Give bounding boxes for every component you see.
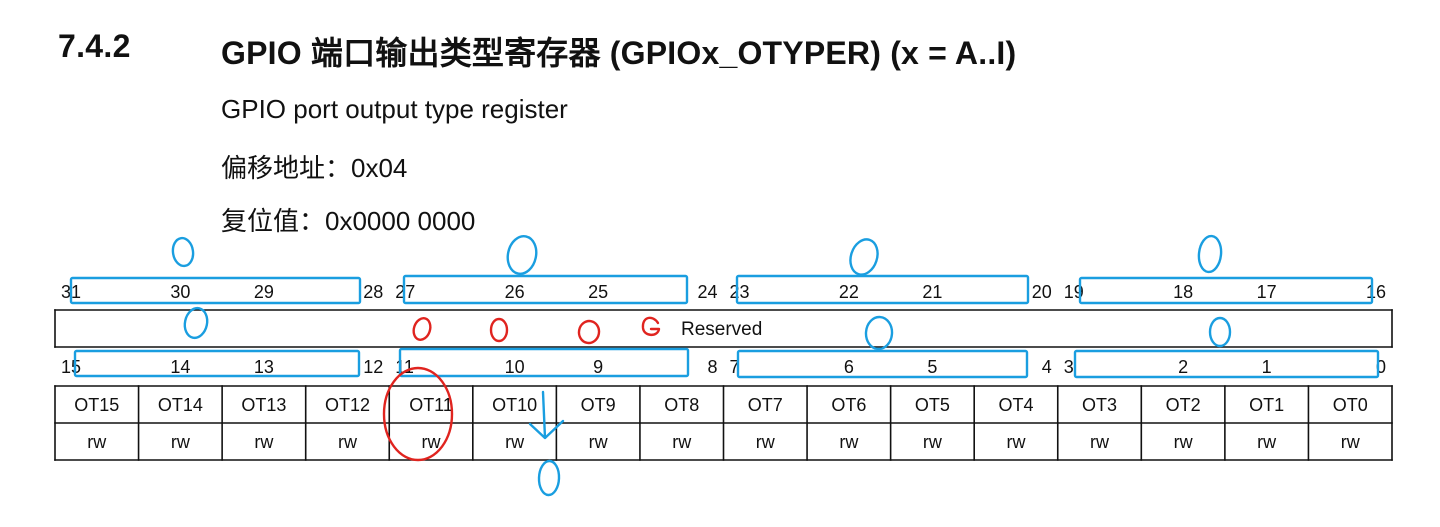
register-table-lines: [54, 309, 1393, 461]
handwritten-red-zero-3: [577, 319, 601, 345]
handwritten-zero-upper-4: [1197, 234, 1223, 274]
field-name-ot11: OT11: [409, 395, 453, 415]
lower-bit-label-12: 12: [363, 357, 383, 377]
reset-value: 复位值：0x0000 0000: [221, 206, 476, 236]
field-name-ot6: OT6: [831, 395, 866, 415]
upper-bit-label-21: 21: [922, 282, 942, 302]
upper-nibble-box-31-28: [69, 276, 362, 305]
upper-bit-label-16: 16: [1366, 282, 1386, 302]
handwritten-zero-upper-3: [849, 238, 879, 276]
upper-nibble-box-23-20: [735, 274, 1030, 305]
upper-bit-label-17: 17: [1257, 282, 1277, 302]
field-access-ot3: rw: [1090, 432, 1110, 452]
field-access-ot8: rw: [672, 432, 692, 452]
section-title: GPIO 端口输出类型寄存器 (GPIOx_OTYPER) (x = A..I): [221, 35, 1017, 71]
upper-bit-label-28: 28: [363, 282, 383, 302]
handwritten-zero-mid-2: [864, 315, 894, 351]
lower-bit-label-13: 13: [254, 357, 274, 377]
field-access-ot13: rw: [254, 432, 274, 452]
field-access-ot9: rw: [589, 432, 609, 452]
lower-nibble-box-15-12: [73, 349, 361, 378]
upper-nibble-box-27-24: [402, 274, 689, 305]
lower-bit-label-15: 15: [61, 357, 81, 377]
upper-bit-label-27: 27: [395, 282, 415, 302]
upper-bit-label-18: 18: [1173, 282, 1193, 302]
bit-11-highlight-ellipse: [382, 366, 454, 462]
reserved-field-label: Reserved: [681, 319, 762, 340]
upper-bit-label-19: 19: [1064, 282, 1084, 302]
upper-bit-label-23: 23: [730, 282, 750, 302]
upper-bit-label-25: 25: [588, 282, 608, 302]
offset-address: 偏移地址：0x04: [221, 153, 408, 183]
field-name-ot1: OT1: [1249, 395, 1284, 415]
upper-bit-label-22: 22: [839, 282, 859, 302]
lower-bit-label-4: 4: [1042, 357, 1052, 377]
field-name-ot5: OT5: [915, 395, 950, 415]
upper-bit-label-30: 30: [170, 282, 190, 302]
lower-bit-label-2: 2: [1178, 357, 1188, 377]
lower-bit-label-8: 8: [707, 357, 717, 377]
upper-bit-label-26: 26: [505, 282, 525, 302]
lower-bit-label-14: 14: [170, 357, 190, 377]
handwritten-zero-bottom: [537, 459, 561, 497]
field-name-ot8: OT8: [664, 395, 699, 415]
field-access-ot2: rw: [1174, 432, 1194, 452]
field-name-ot12: OT12: [325, 395, 370, 415]
field-access-ot5: rw: [923, 432, 943, 452]
field-name-ot7: OT7: [748, 395, 783, 415]
field-access-ot14: rw: [171, 432, 191, 452]
handwritten-zero-upper-2: [506, 234, 538, 276]
field-access-ot10: rw: [505, 432, 525, 452]
upper-bit-label-29: 29: [254, 282, 274, 302]
field-name-ot9: OT9: [581, 395, 616, 415]
field-name-ot10: OT10: [492, 395, 537, 415]
handwritten-down-arrow: [528, 390, 565, 440]
upper-nibble-box-19-16: [1078, 276, 1374, 305]
lower-bit-label-10: 10: [505, 357, 525, 377]
field-access-ot4: rw: [1006, 432, 1026, 452]
lower-bit-label-11: 11: [395, 357, 414, 377]
lower-bit-label-3: 3: [1064, 357, 1074, 377]
field-access-ot11: rw: [422, 432, 442, 452]
field-name-ot13: OT13: [241, 395, 286, 415]
handwritten-red-six: [641, 316, 661, 337]
register-english-name: GPIO port output type register: [221, 94, 568, 124]
field-name-ot3: OT3: [1082, 395, 1117, 415]
field-access-ot7: rw: [756, 432, 776, 452]
lower-bit-label-1: 1: [1262, 357, 1272, 377]
handwritten-zero-mid-1: [183, 306, 209, 340]
section-number: 7.4.2: [58, 28, 131, 64]
field-name-ot4: OT4: [998, 395, 1033, 415]
lower-bit-label-0: 0: [1376, 357, 1386, 377]
lower-bit-label-5: 5: [927, 357, 937, 377]
upper-bit-label-20: 20: [1032, 282, 1052, 302]
lower-nibble-box-11-8: [398, 347, 690, 378]
lower-bit-label-9: 9: [593, 357, 603, 377]
handwritten-annotations: [69, 234, 1380, 497]
field-access-ot6: rw: [839, 432, 859, 452]
lower-nibble-box-3-0: [1073, 349, 1380, 379]
lower-nibble-box-7-4: [736, 349, 1029, 379]
lower-bit-label-6: 6: [844, 357, 854, 377]
field-access-ot1: rw: [1257, 432, 1277, 452]
field-access-ot0: rw: [1341, 432, 1361, 452]
field-name-ot14: OT14: [158, 395, 203, 415]
handwritten-zero-mid-3: [1208, 316, 1232, 348]
handwritten-zero-upper-1: [171, 236, 195, 268]
field-access-ot15: rw: [87, 432, 107, 452]
field-name-ot0: OT0: [1333, 395, 1368, 415]
upper-bit-label-24: 24: [697, 282, 717, 302]
lower-bit-label-7: 7: [730, 357, 740, 377]
handwritten-red-zero-1: [412, 317, 432, 341]
field-access-ot12: rw: [338, 432, 358, 452]
field-name-ot15: OT15: [74, 395, 119, 415]
handwritten-red-zero-2: [489, 317, 509, 343]
field-name-ot2: OT2: [1166, 395, 1201, 415]
